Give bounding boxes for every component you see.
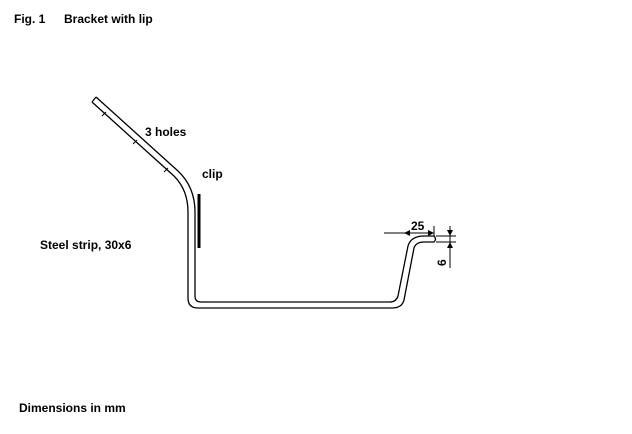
units-note: Dimensions in mm — [19, 401, 126, 415]
figure-title: Bracket with lip — [64, 12, 153, 26]
dimension-arrow — [447, 242, 453, 248]
dimension-arrow — [404, 230, 410, 236]
hole-mark — [101, 111, 107, 117]
figure-number: Fig. 1 — [14, 12, 46, 26]
clip-label: clip — [202, 167, 223, 181]
hole-mark — [163, 167, 169, 173]
holes-label: 3 holes — [145, 125, 187, 139]
hole-mark — [132, 139, 138, 145]
material-label: Steel strip, 30x6 — [40, 238, 132, 252]
bracket-outer-edge — [91, 101, 434, 309]
dimension-6-text: 6 — [435, 259, 449, 266]
dimension-arrow — [428, 230, 434, 236]
dimension-arrow — [447, 230, 453, 236]
strip-end-cap — [91, 96, 97, 103]
bracket-inner-edge — [95, 96, 434, 303]
lip-end-cap — [433, 235, 437, 243]
dimension-25-text: 25 — [411, 219, 425, 233]
